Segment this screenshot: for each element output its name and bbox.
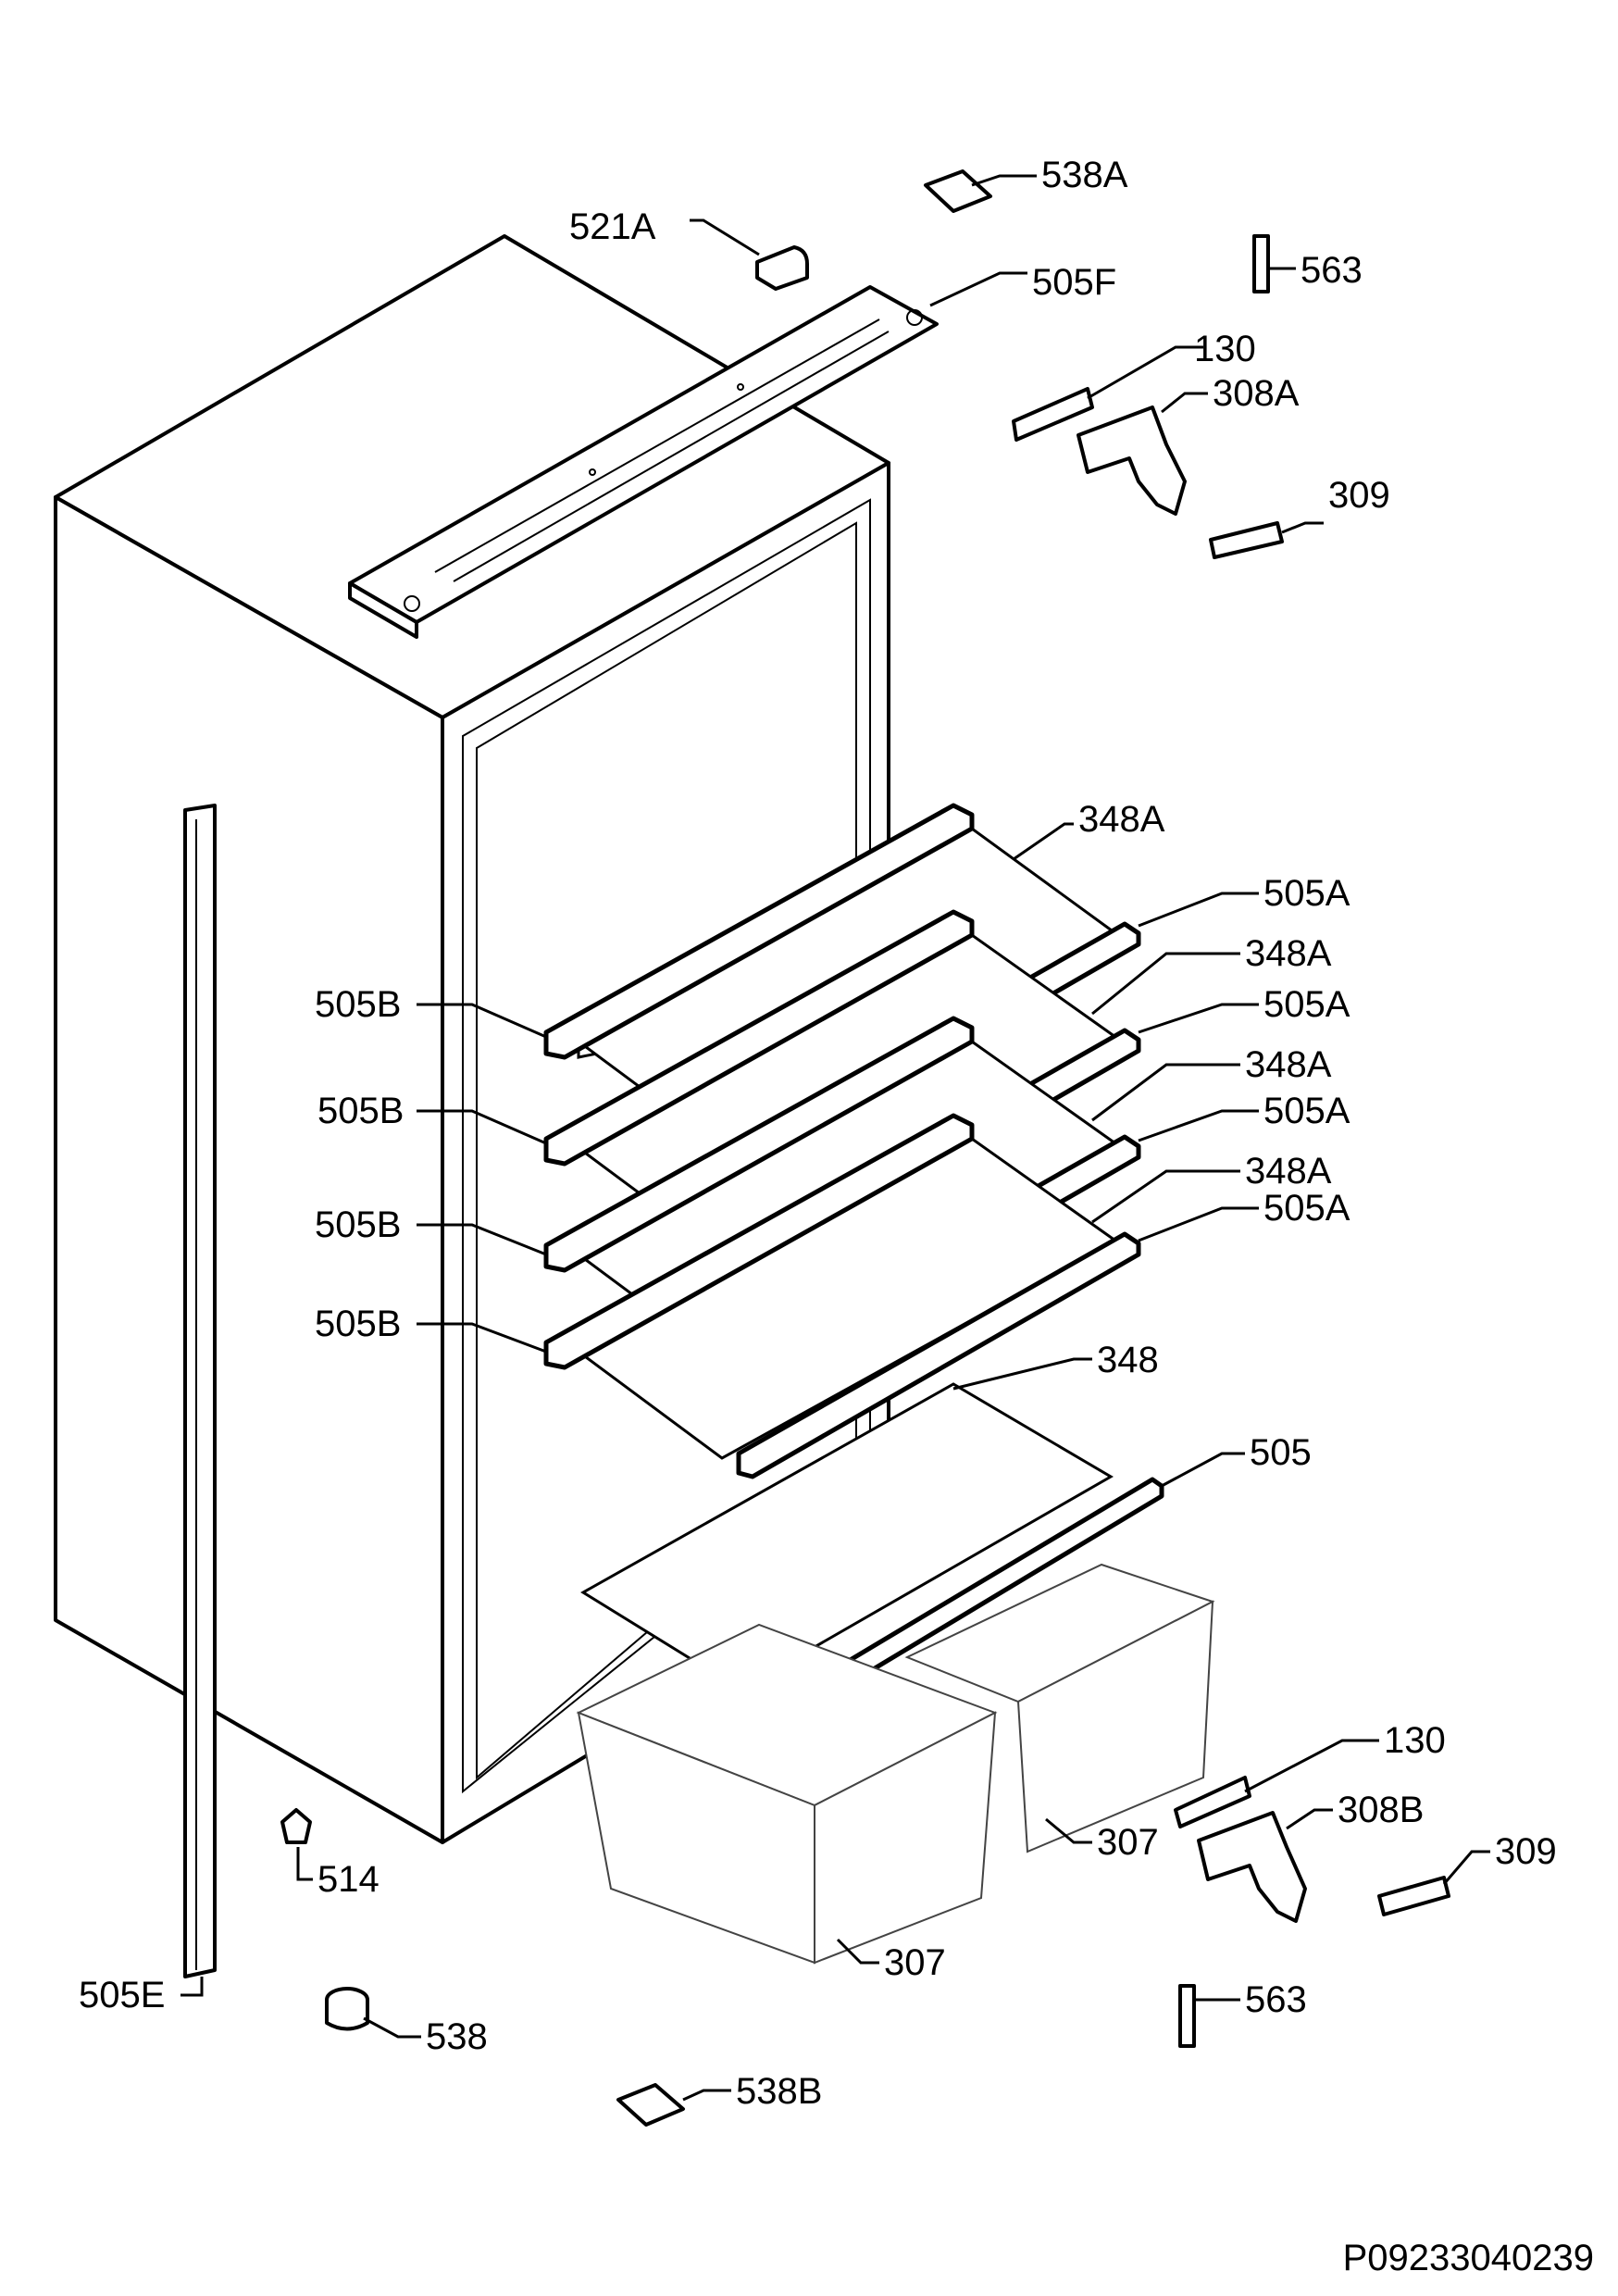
- hinge-bracket-top: [924, 169, 1284, 559]
- drawer-right: [904, 1563, 1215, 1853]
- shelf-4: [543, 1113, 1141, 1479]
- label-348: 348: [1097, 1340, 1159, 1380]
- label-505E: 505E: [79, 1975, 165, 2015]
- drawer-left: [576, 1623, 998, 1965]
- label-308A: 308A: [1213, 373, 1300, 414]
- label-505A-2: 505A: [1263, 984, 1350, 1025]
- glass-plate: [580, 1382, 1114, 1691]
- label-538A-top: 538A: [1041, 155, 1128, 195]
- label-505B-1: 505B: [315, 984, 401, 1025]
- label-308B: 308B: [1338, 1790, 1424, 1830]
- label-348A-2: 348A: [1245, 933, 1332, 974]
- door-trim-strip: [183, 804, 217, 1978]
- label-538B: 538B: [736, 2071, 822, 2112]
- label-521A: 521A: [569, 206, 656, 247]
- part-labels: 538A 521A 505F 563 130 308A 309 348A 505…: [79, 155, 1557, 2112]
- label-505B-4: 505B: [315, 1304, 401, 1344]
- label-505A-3: 505A: [1263, 1091, 1350, 1131]
- label-307-left: 307: [884, 1942, 946, 1983]
- label-505B-2: 505B: [317, 1091, 404, 1131]
- label-505A-1: 505A: [1263, 873, 1350, 914]
- label-309-bottom: 309: [1495, 1831, 1557, 1872]
- label-348A-4: 348A: [1245, 1151, 1332, 1192]
- label-348A-1: 348A: [1078, 799, 1165, 840]
- label-514: 514: [317, 1859, 380, 1900]
- top-hinge-rail: [348, 285, 939, 639]
- label-505A-4: 505A: [1263, 1188, 1350, 1229]
- label-563-top: 563: [1301, 250, 1363, 291]
- label-505F: 505F: [1032, 262, 1116, 303]
- cover-cap: [755, 245, 809, 291]
- label-505B-3: 505B: [315, 1204, 401, 1245]
- hinge-bracket-bottom: [280, 1776, 1450, 2127]
- label-307-right: 307: [1097, 1822, 1159, 1863]
- label-538: 538: [426, 2016, 488, 2057]
- label-309-top: 309: [1328, 475, 1390, 516]
- label-563-bottom: 563: [1245, 1979, 1307, 2020]
- label-130-top: 130: [1194, 329, 1256, 369]
- leader-lines: [180, 174, 1490, 2102]
- label-348A-3: 348A: [1245, 1044, 1332, 1085]
- label-130-bottom: 130: [1384, 1720, 1446, 1761]
- label-505: 505: [1250, 1432, 1312, 1473]
- drawing-code: P09233040239: [1342, 2238, 1594, 2278]
